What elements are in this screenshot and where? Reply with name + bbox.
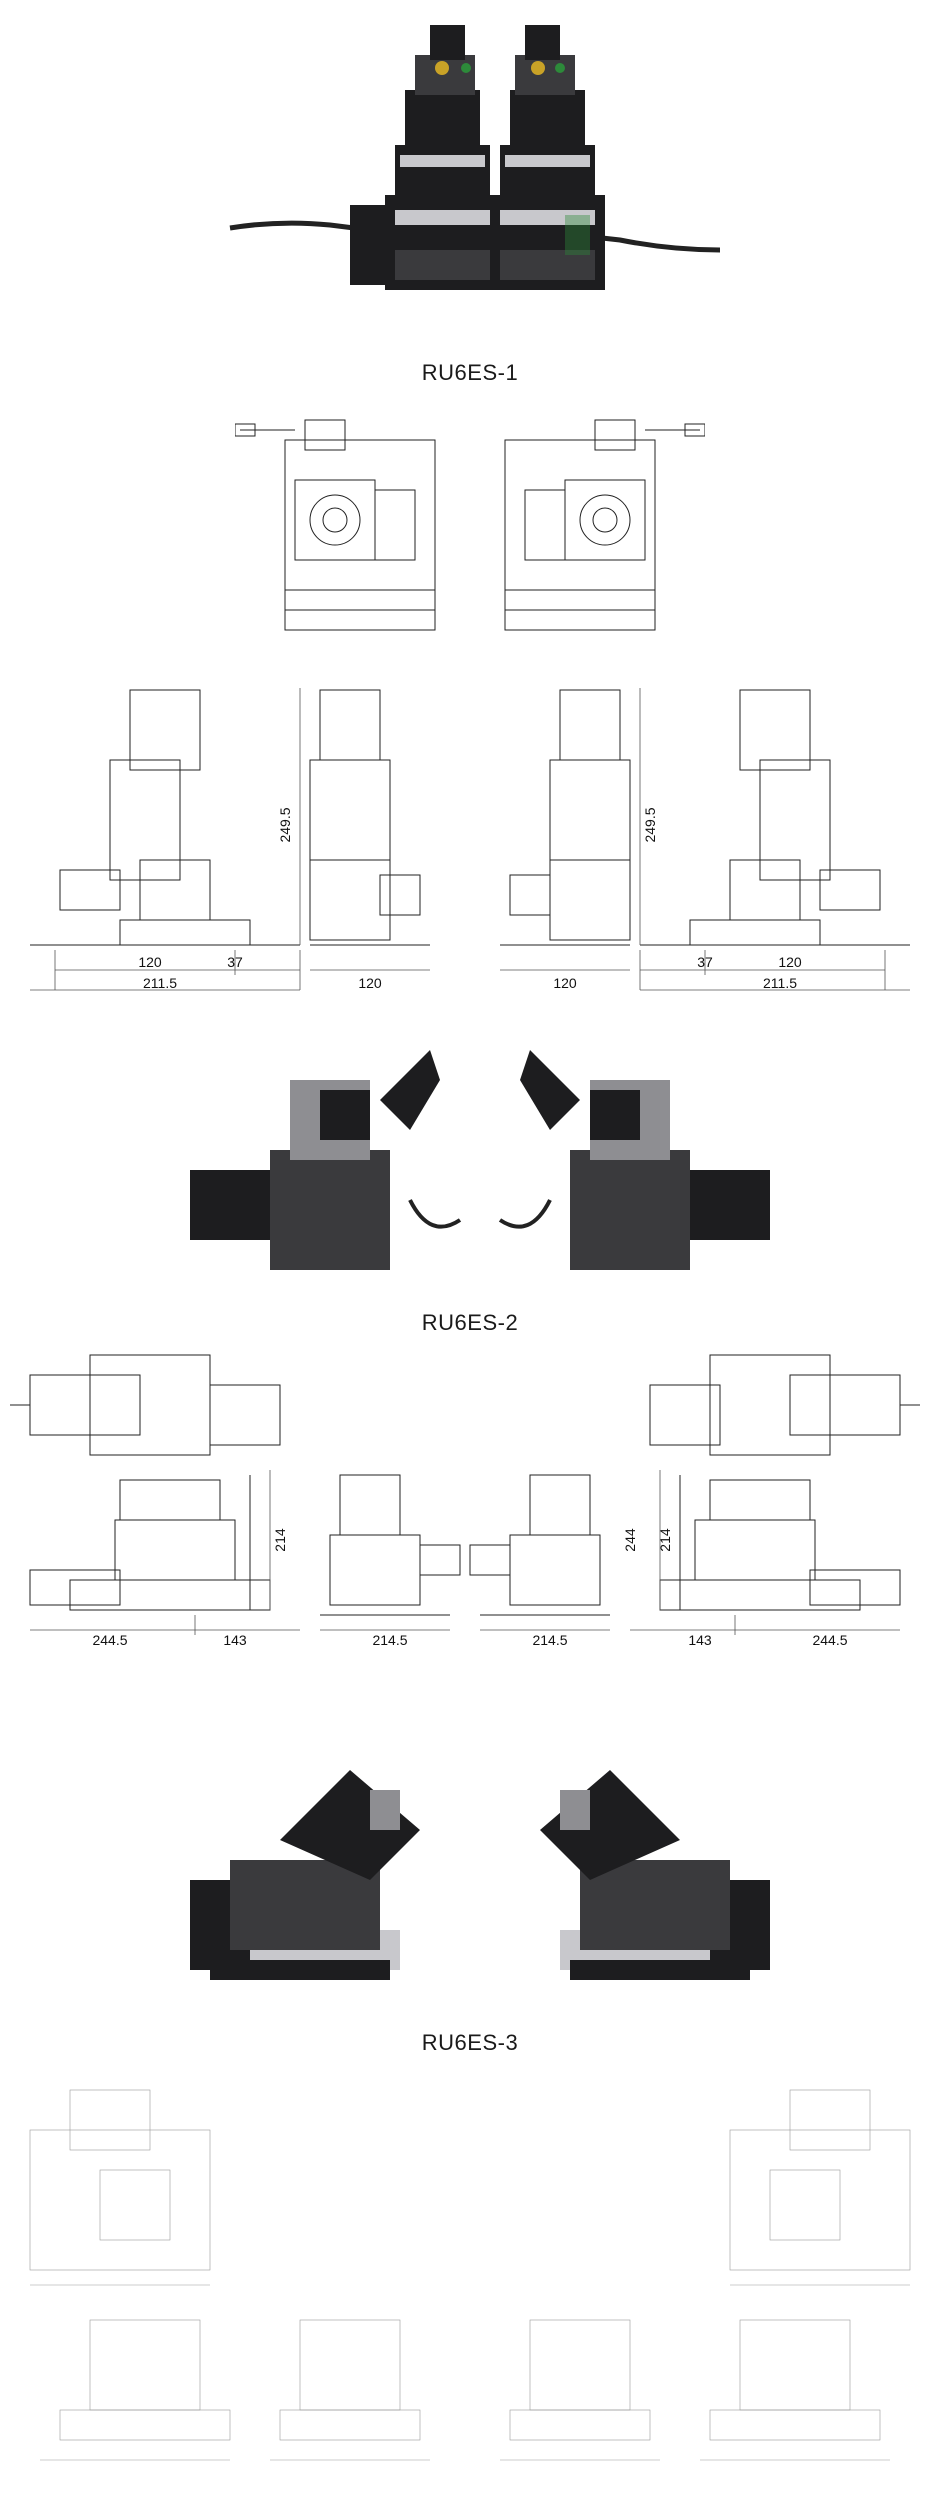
dim-right-total: 211.5: [763, 975, 797, 991]
dim-left-b: 37: [227, 954, 243, 970]
ru6es-3-photo: [170, 1760, 790, 2000]
ru6es-2-title: RU6ES-2: [421, 1310, 519, 1335]
dim2-right-b: 244.5: [812, 1632, 847, 1648]
dim2-left-b: 143: [223, 1632, 247, 1648]
ru6es-1-top-drawing: [235, 410, 705, 650]
ru6es-3-dimension-drawing: [10, 2070, 930, 2490]
dim2-left-front: 214.5: [372, 1632, 407, 1648]
dim-right-a: 37: [697, 954, 713, 970]
dim2-left-a: 244.5: [92, 1632, 127, 1648]
dim-left-a: 120: [138, 954, 162, 970]
dim-right-b: 120: [778, 954, 802, 970]
dim2-right-a: 143: [688, 1632, 712, 1648]
dim-left-total: 211.5: [143, 975, 177, 991]
dim-left-height: 249.5: [277, 807, 293, 842]
dim2-left-height: 214: [272, 1528, 288, 1552]
ru6es-2-photo: [180, 1040, 780, 1280]
ru6es-1-title: RU6ES-1: [421, 360, 519, 385]
dim-left-front: 120: [358, 975, 382, 991]
ru6es-2-dimension-drawing: 214 244.5 143 214.5 214.5: [10, 1345, 930, 1665]
dim-right-height: 249.5: [642, 807, 658, 842]
dim2-right-side-h: 244: [622, 1528, 638, 1552]
dim2-right-height: 214: [657, 1528, 673, 1552]
dim-right-front: 120: [553, 975, 577, 991]
ru6es-1-photo: [220, 20, 730, 290]
ru6es-3-title: RU6ES-3: [421, 2030, 519, 2055]
ru6es-1-dimension-drawing: 249.5 120 37 211.5 120 120: [10, 680, 930, 1000]
dim2-right-front: 214.5: [532, 1632, 567, 1648]
